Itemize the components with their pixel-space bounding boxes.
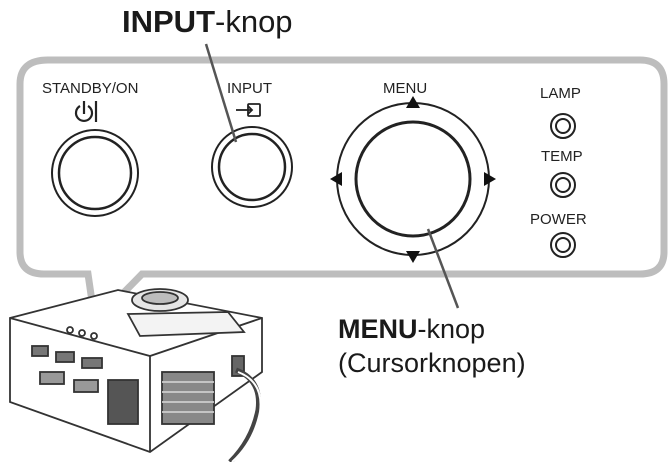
input-source-icon (236, 103, 261, 117)
arrow-down-icon[interactable] (406, 251, 420, 263)
temp-label: TEMP (541, 148, 583, 165)
power-label: POWER (530, 211, 587, 228)
menu-cursor-button[interactable] (336, 102, 490, 256)
power-indicator (550, 232, 576, 258)
input-caption-rest: -knop (215, 4, 293, 39)
menu-caption-sub: (Cursorknopen) (338, 348, 526, 378)
power-standby-icon (74, 101, 98, 123)
temp-indicator (550, 172, 576, 198)
input-button[interactable] (211, 126, 293, 208)
menu-label: MENU (383, 80, 427, 97)
arrow-up-icon[interactable] (406, 96, 420, 108)
menu-caption-bold: MENU (338, 314, 418, 344)
input-button-caption: INPUT-knop (122, 4, 293, 40)
menu-caption-line: MENU-knop (338, 312, 526, 346)
lamp-indicator (550, 113, 576, 139)
lamp-label: LAMP (540, 85, 581, 102)
input-caption-bold: INPUT (122, 4, 215, 39)
projector-illustration (9, 288, 263, 464)
arrow-left-icon[interactable] (330, 172, 342, 186)
standby-button[interactable] (51, 129, 139, 217)
standby-label: STANDBY/ON (42, 80, 138, 97)
menu-button-caption: MENU-knop (Cursorknopen) (338, 312, 526, 380)
arrow-right-icon[interactable] (484, 172, 496, 186)
menu-leader-line (426, 228, 460, 309)
menu-caption-rest: -knop (417, 314, 486, 344)
input-leader-line (204, 43, 238, 143)
input-label: INPUT (227, 80, 272, 97)
